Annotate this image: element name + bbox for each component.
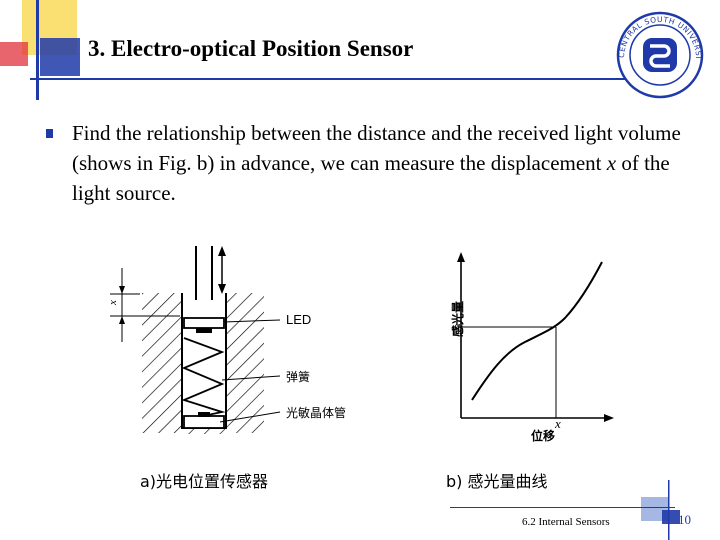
footer-rule (450, 507, 675, 508)
housing-right-wall (226, 293, 264, 433)
x-axis-label: 位移 (531, 428, 555, 443)
deco-vertical-line (36, 0, 39, 100)
body-paragraph: Find the relationship between the distan… (72, 118, 692, 208)
light-volume-curve (471, 261, 603, 401)
figure-a-caption: a)光电位置传感器 (140, 472, 269, 491)
led-emitter (196, 328, 212, 333)
dim-arrow-up-icon (119, 316, 125, 324)
dim-arrow-down-icon (119, 286, 125, 294)
x-axis-arrow-icon (604, 414, 614, 422)
deco-red-square (0, 42, 28, 66)
point-x-label: x (554, 416, 561, 431)
bullet-square-icon (46, 129, 53, 138)
phototransistor-leader (219, 411, 281, 423)
motion-arrow-down-icon (218, 284, 226, 294)
point-a-label: a (454, 318, 461, 333)
deco-blue-small-square (662, 510, 680, 524)
slide-title: 3. Electro-optical Position Sensor (88, 36, 414, 61)
led-leader (223, 319, 281, 323)
spring-label: 弹簧 (286, 369, 310, 384)
figure-b-caption: b) 感光量曲线 (446, 472, 548, 491)
page-number: 10 (678, 512, 691, 527)
spring-coil (181, 337, 226, 421)
y-axis-arrow-icon (457, 252, 465, 262)
phototransistor-label: 光敏晶体管 (286, 405, 346, 420)
title-underline (30, 78, 680, 80)
spring-leader (221, 375, 281, 381)
deco-blue-square (40, 38, 80, 76)
y-axis-label: 感光量 (450, 301, 465, 337)
housing-bottom (182, 428, 226, 434)
phototransistor-sensor (198, 412, 210, 417)
body-text-part1: Find the relationship between the distan… (72, 121, 681, 175)
led-label: LED (286, 312, 311, 327)
body-text-part2: of the light source. (72, 151, 670, 205)
footer-vertical-line (668, 480, 670, 540)
body-variable-x: x (606, 151, 617, 175)
motion-arrow-up-icon (218, 246, 226, 256)
dim-x-label: x (107, 300, 119, 306)
footer-section-label: 6.2 Internal Sensors (522, 516, 610, 528)
